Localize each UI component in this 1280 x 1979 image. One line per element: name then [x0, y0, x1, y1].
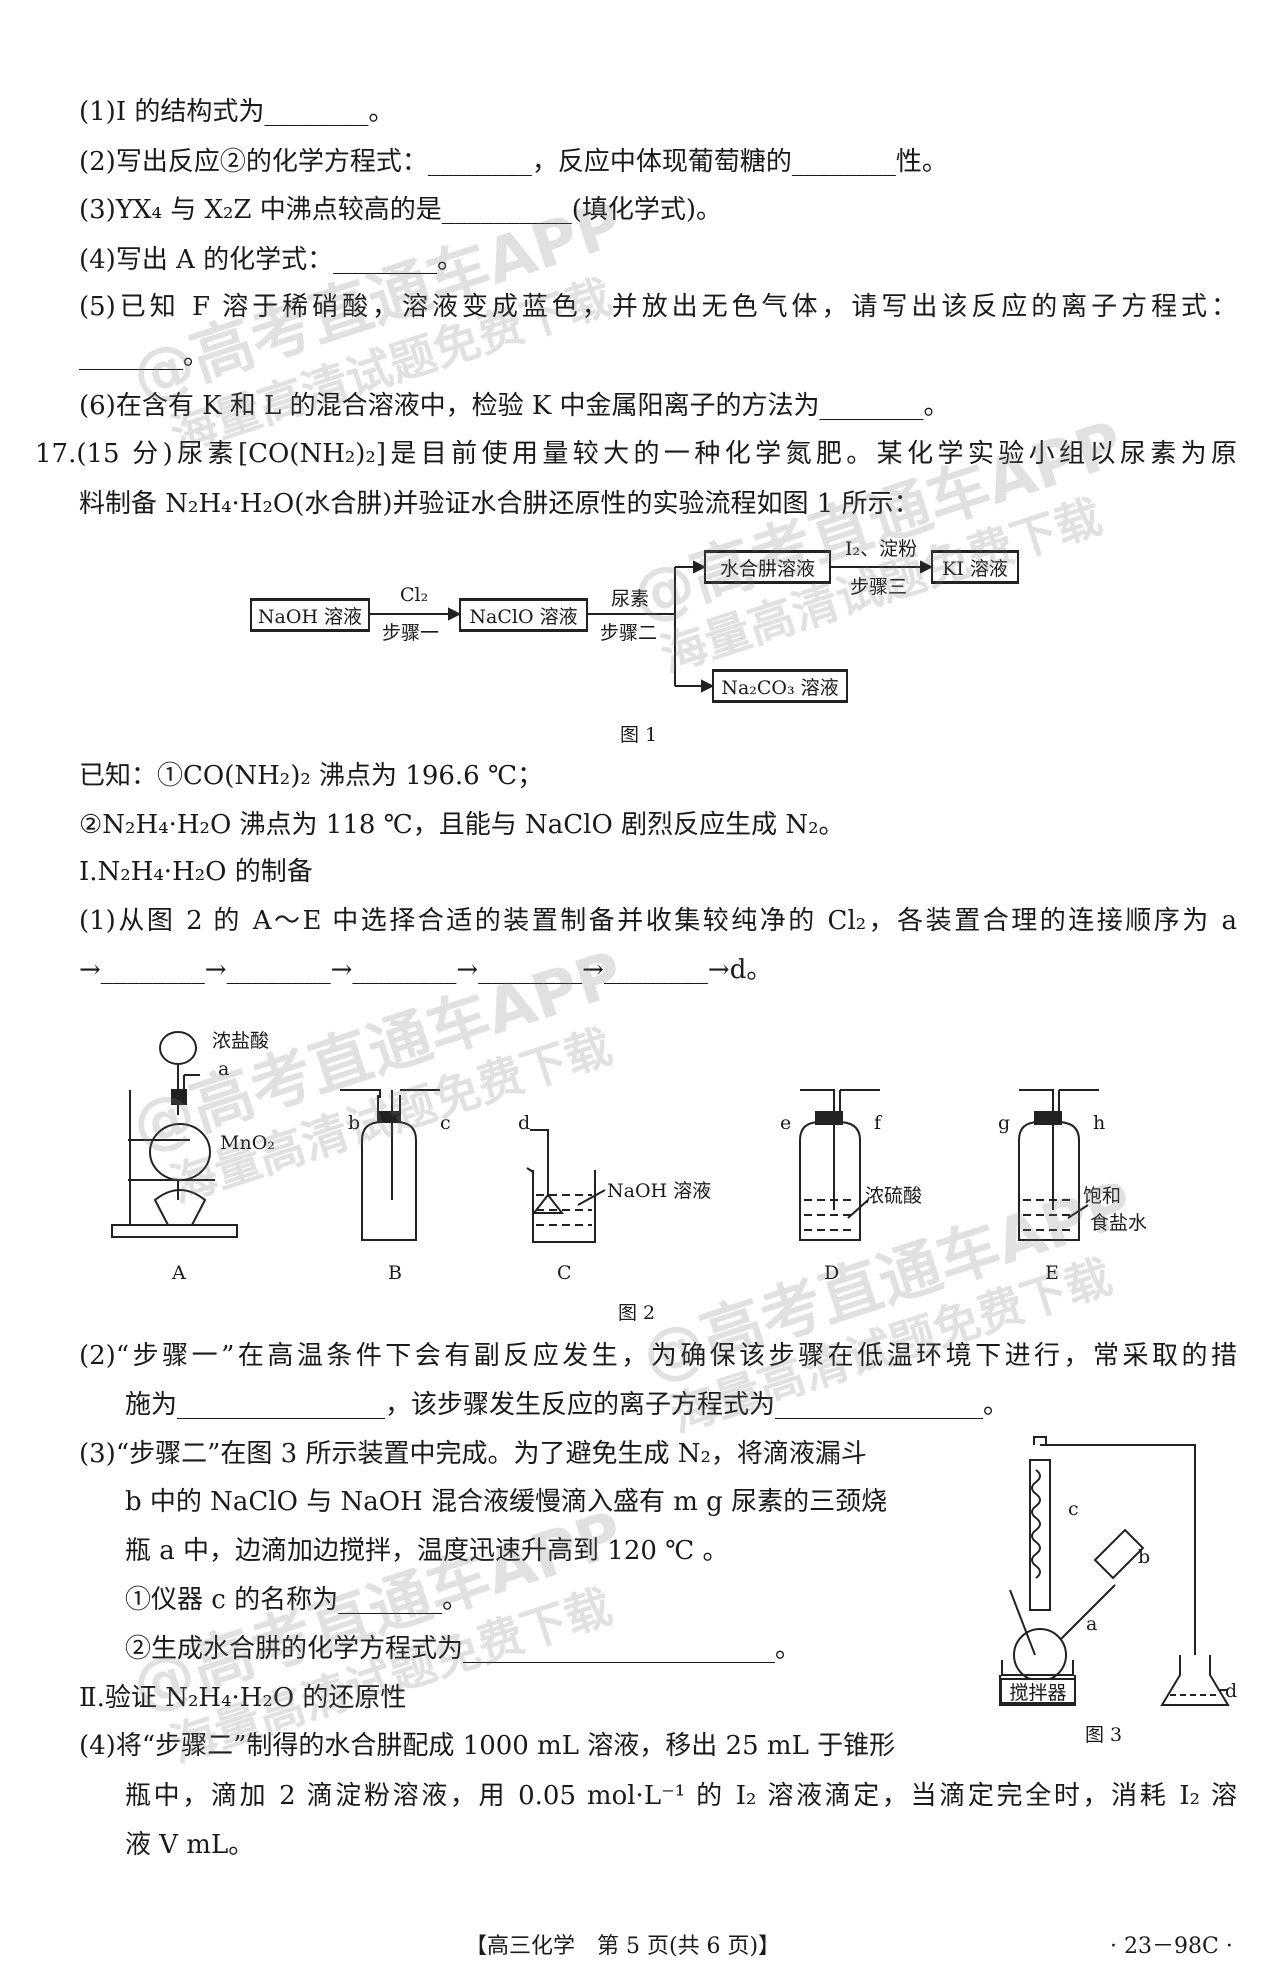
question-16-part-4: (4)写出 A 的化学式：________。	[79, 245, 464, 275]
question-17-part-1: (1)从图 2 的 A～E 中选择合适的装置制备并收集较纯净的 Cl₂，各装置合…	[79, 906, 1237, 936]
apparatus-A-label: A	[172, 1262, 186, 1284]
figure-2-caption: 图 2	[618, 1302, 656, 1324]
na2co3-solution-box: Na₂CO₃ 溶液	[712, 669, 848, 703]
apparatus-B-label: B	[388, 1262, 402, 1284]
step-3-label: 步骤三	[850, 576, 908, 598]
section-2-heading: Ⅱ.验证 N₂H₄·H₂O 的还原性	[79, 1683, 407, 1713]
flask-d-label: d	[1225, 1680, 1238, 1702]
saturated-label: 饱和	[1083, 1185, 1122, 1207]
question-17-stem-cont: 料制备 N₂H₄·H₂O(水合肼)并验证水合肼还原性的实验流程如图 1 所示：	[79, 489, 920, 519]
brine-label: 食盐水	[1090, 1212, 1148, 1234]
port-e-label: e	[780, 1112, 792, 1134]
question-16-part-3: (3)YX₄ 与 X₂Z 中沸点较高的是__________(填化学式)。	[79, 195, 723, 225]
dropping-funnel-b-label: b	[1138, 1546, 1151, 1568]
port-d-label: d	[518, 1112, 531, 1134]
hydrazine-solution-box: 水合肼溶液	[704, 550, 831, 584]
question-17-part-4-line-2: 瓶中，滴加 2 滴淀粉溶液，用 0.05 mol·L⁻¹ 的 I₂ 溶液滴定，当…	[125, 1781, 1237, 1811]
question-16-part-5: (5)已知 F 溶于稀硝酸，溶液变成蓝色，并放出无色气体，请写出该反应的离子方程…	[79, 292, 1237, 322]
question-17-part-3-sub-2: ②生成水合肼的化学方程式为________________________。	[125, 1634, 802, 1664]
naoh-solution-box: NaOH 溶液	[250, 598, 370, 632]
apparatus-D-label: D	[824, 1262, 840, 1284]
urea-label: 尿素	[611, 588, 650, 610]
port-f-label: f	[874, 1112, 882, 1134]
cl2-label: Cl₂	[400, 584, 429, 606]
known-condition-2: ②N₂H₄·H₂O 沸点为 118 ℃，且能与 NaClO 剧烈反应生成 N₂。	[79, 810, 845, 840]
mno2-label: MnO₂	[220, 1132, 275, 1154]
paper-code: · 23－98C ·	[1110, 1934, 1233, 1959]
i2-starch-label: I₂、淀粉	[845, 538, 918, 560]
question-16-part-5-answer: ________。	[79, 341, 210, 371]
question-17-part-4-line-3: 液 V mL。	[125, 1830, 255, 1860]
port-c-label: c	[440, 1112, 451, 1134]
ki-solution-box: KI 溶液	[931, 550, 1019, 584]
naoh-solution-label: NaOH 溶液	[607, 1180, 712, 1202]
port-b-label: b	[348, 1112, 361, 1134]
page-footer: 【高三化学 第 5 页(共 6 页)】	[465, 1934, 781, 1959]
step-2-label: 步骤二	[600, 622, 658, 644]
question-17-part-1-sequence: →________→________→________→________→___…	[79, 955, 773, 985]
naclo-solution-box: NaClO 溶液	[459, 598, 588, 632]
question-16-part-1: (1)I 的结构式为________。	[79, 97, 395, 127]
port-h-label: h	[1093, 1112, 1106, 1134]
question-17-part-3-line-3: 瓶 a 中，边滴加边搅拌，温度迅速升高到 120 ℃ 。	[125, 1536, 729, 1566]
apparatus-drawings	[111, 1031, 1099, 1243]
figure-1-caption: 图 1	[620, 724, 658, 746]
question-17-part-4: (4)将“步骤二”制得的水合肼配成 1000 mL 溶液，移出 25 mL 于锥…	[79, 1731, 896, 1761]
question-16-part-6: (6)在含有 K 和 L 的混合溶液中，检验 K 中金属阳离子的方法为_____…	[79, 391, 950, 421]
question-16-part-2: (2)写出反应②的化学方程式：________，反应中体现葡萄糖的_______…	[79, 147, 948, 177]
question-17-part-2-cont: 施为________________，该步骤发生反应的离子方程式为_______…	[125, 1390, 1010, 1420]
condenser-c-label: c	[1068, 1498, 1079, 1520]
figure-3-caption: 图 3	[1085, 1724, 1123, 1746]
known-condition-1: 已知：①CO(NH₂)₂ 沸点为 196.6 ℃；	[79, 761, 544, 791]
question-17-part-3-sub-1: ①仪器 c 的名称为________。	[125, 1585, 469, 1615]
flask-a-label: a	[1086, 1613, 1098, 1635]
step-1-label: 步骤一	[382, 622, 440, 644]
port-g-label: g	[998, 1112, 1011, 1134]
question-17-part-2: (2)“步骤一”在高温条件下会有副反应发生，为确保该步骤在低温环境下进行，常采取…	[79, 1341, 1237, 1371]
section-1-heading: Ⅰ.N₂H₄·H₂O 的制备	[79, 857, 313, 887]
port-a-label: a	[218, 1058, 230, 1080]
conc-hcl-label: 浓盐酸	[212, 1030, 270, 1052]
question-17-stem: 17.(15 分)尿素[CO(NH₂)₂]是目前使用量较大的一种化学氮肥。某化学…	[35, 439, 1237, 469]
conc-h2so4-label: 浓硫酸	[865, 1185, 923, 1207]
question-17-part-3: (3)“步骤二”在图 3 所示装置中完成。为了避免生成 N₂，将滴液漏斗	[79, 1439, 867, 1469]
apparatus-E-label: E	[1045, 1262, 1059, 1284]
reaction-setup-drawing	[999, 1436, 1230, 1706]
question-17-part-3-line-2: b 中的 NaClO 与 NaOH 混合液缓慢滴入盛有 m g 尿素的三颈烧	[125, 1487, 888, 1517]
stirrer-box: 搅拌器	[1000, 1678, 1076, 1704]
apparatus-C-label: C	[557, 1262, 572, 1284]
flowchart-arrows	[370, 560, 934, 693]
